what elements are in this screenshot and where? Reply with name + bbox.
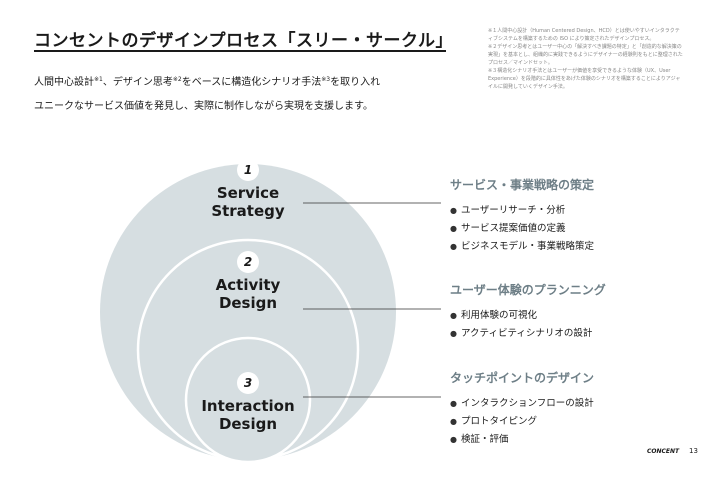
inner-circle — [184, 336, 312, 464]
list-item: ●プロトタイピング — [450, 416, 537, 427]
group-heading: ユーザー体験のプランニング — [450, 283, 606, 297]
circle-label-interaction-design: 3 Interaction Design — [188, 372, 308, 433]
page-title: コンセントのデザインプロセス「スリー・サークル」 — [34, 31, 453, 51]
bullet-icon: ● — [450, 329, 457, 338]
circle-name-line1: Activity — [215, 276, 281, 294]
page-number: 13 — [689, 447, 698, 455]
footnotes: ※１人間中心設計（Human Centered Design、HCD）とは使いや… — [488, 27, 683, 91]
list-item: ●サービス提案価値の定義 — [450, 223, 566, 234]
bullet-icon: ● — [450, 399, 457, 408]
circle-name-line2: Strategy — [211, 202, 285, 220]
group-heading: タッチポイントのデザイン — [450, 371, 595, 385]
bullet-icon: ● — [450, 311, 457, 320]
circle-number-3: 3 — [237, 372, 259, 394]
intro-line-2: ユニークなサービス価値を発見し、実際に制作しながら実現を支援します。 — [34, 101, 373, 112]
list-item: ●アクティビティシナリオの設計 — [450, 328, 593, 339]
bullet-icon: ● — [450, 242, 457, 251]
intro-line-1: 人間中心設計※1、デザイン思考※2をベースに構造化シナリオ手法※3を取り入れ — [34, 76, 381, 88]
footnote-2: ※２デザイン思考とはユーザー中心の「解決すべき課題の特定」と「創造的な解決策の実… — [488, 44, 683, 66]
circle-label-activity-design: 2 Activity Design — [188, 251, 308, 312]
bullet-icon: ● — [450, 206, 457, 215]
circle-number-1: 1 — [237, 159, 259, 181]
list-item: ●ユーザーリサーチ・分析 — [450, 205, 566, 216]
intro-text: 人間中心設計※1、デザイン思考※2をベースに構造化シナリオ手法※3を取り入れ ユ… — [34, 68, 380, 119]
circle-name-line2: Design — [218, 415, 278, 433]
circle-name-line1: Interaction — [201, 397, 295, 415]
list-item: ●検証・評価 — [450, 434, 509, 445]
circle-name-line2: Design — [218, 294, 278, 312]
list-item: ●ビジネスモデル・事業戦略策定 — [450, 241, 594, 252]
circle-number-2: 2 — [237, 251, 259, 273]
bullet-icon: ● — [450, 417, 457, 426]
list-item: ●インタラクションフローの設計 — [450, 398, 594, 409]
bullet-icon: ● — [450, 435, 457, 444]
group-interaction-design: タッチポイントのデザイン ●インタラクションフローの設計 ●プロトタイピング ●… — [450, 369, 594, 449]
group-service-strategy: サービス・事業戦略の策定 ●ユーザーリサーチ・分析 ●サービス提案価値の定義 ●… — [450, 176, 594, 256]
list-item: ●利用体験の可視化 — [450, 310, 537, 321]
bullet-icon: ● — [450, 224, 457, 233]
footnote-1: ※１人間中心設計（Human Centered Design、HCD）とは使いや… — [488, 28, 680, 42]
circle-name-line1: Service — [216, 184, 280, 202]
title-underline — [34, 50, 446, 52]
group-activity-design: ユーザー体験のプランニング ●利用体験の可視化 ●アクティビティシナリオの設計 — [450, 281, 606, 343]
circle-label-service-strategy: 1 Service Strategy — [188, 159, 308, 220]
footnote-3: ※３構造化シナリオ手法とはユーザーが価値を享受できるような体験（UX、User … — [488, 68, 681, 90]
group-heading: サービス・事業戦略の策定 — [450, 178, 595, 192]
company-logo: CONCENT — [647, 448, 680, 455]
